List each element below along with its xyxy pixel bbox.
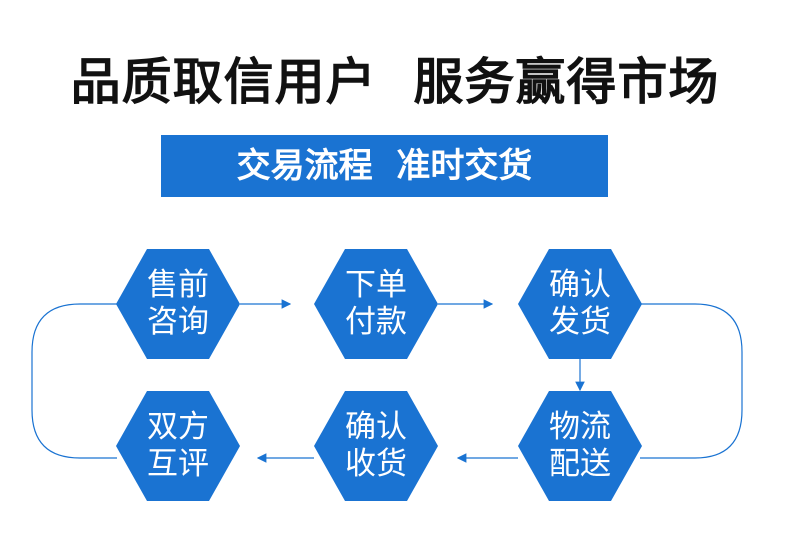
step-order-pay: 下单付款 bbox=[314, 249, 438, 359]
step-pre-sale-consult: 售前咨询 bbox=[116, 249, 240, 359]
step-confirm-ship: 确认发货 bbox=[518, 249, 642, 359]
step-label: 确认收货 bbox=[345, 409, 407, 482]
step-mutual-review: 双方互评 bbox=[116, 391, 240, 501]
step-label: 物流配送 bbox=[549, 409, 611, 482]
loop-line bbox=[31, 303, 743, 459]
banner: 交易流程 准时交货 bbox=[161, 135, 608, 197]
page-title: 品质取信用户 服务赢得市场 bbox=[70, 53, 720, 111]
step-logistics: 物流配送 bbox=[518, 391, 642, 501]
step-label: 双方互评 bbox=[147, 409, 209, 482]
step-label: 下单付款 bbox=[345, 267, 407, 340]
step-confirm-receipt: 确认收货 bbox=[314, 391, 438, 501]
step-label: 售前咨询 bbox=[147, 267, 209, 340]
step-label: 确认发货 bbox=[549, 267, 611, 340]
